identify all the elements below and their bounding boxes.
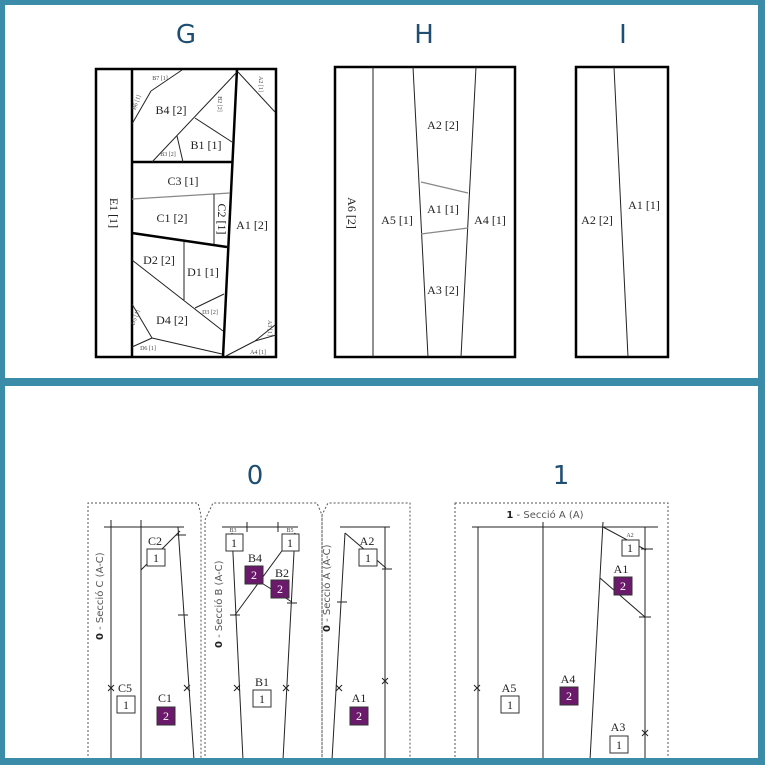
piece-order: 1 [259, 692, 265, 706]
piece-label: A4 [1] [250, 350, 266, 356]
piece-label: A5 [1] [381, 213, 413, 227]
pattern-title: H [414, 20, 434, 50]
piece-label: B4 [2] [156, 103, 187, 117]
piece-label: D2 [2] [143, 253, 175, 267]
piece-name: B3 [229, 528, 236, 534]
section-caption: 0 - Secció A (A-C) [321, 544, 333, 632]
piece-label: D1 [1] [187, 265, 219, 279]
piece-order: 2 [163, 709, 169, 723]
piece-label: B2 [2] [216, 96, 222, 112]
piece-order: 1 [507, 698, 513, 712]
piece-order: 1 [616, 738, 622, 752]
piece-label: A3 [1] [266, 320, 272, 336]
bottom-diagram: 0 1 0 - Secció C (A-C) C2 1 C5 1 C1 2 0 … [87, 461, 669, 758]
piece-order: 1 [287, 536, 293, 550]
piece-name: C1 [158, 691, 172, 705]
section-B: 0 - Secció B (A-C) B3 1 B5 1 B4 2 B2 2 B… [204, 502, 323, 758]
piece-name: A1 [352, 691, 367, 705]
piece-name: B2 [275, 566, 289, 580]
piece-name: A2 [360, 534, 375, 548]
pattern-I: I A2 [2] A1 [1] [574, 20, 670, 359]
piece-order: 2 [251, 568, 257, 582]
piece-label: A1 [2] [236, 218, 268, 232]
piece-name: C5 [118, 681, 132, 695]
piece-label: A1 [1] [628, 198, 660, 212]
section-caption: 0 - Secció C (A-C) [94, 552, 106, 640]
piece-label: D3 [2] [202, 310, 218, 316]
section-C: 0 - Secció C (A-C) C2 1 C5 1 C1 2 [87, 502, 202, 758]
pattern-title: G [176, 20, 196, 50]
section-A: 0 - Secció A (A-C) A2 1 A1 2 [321, 502, 411, 758]
piece-label: A2 [2] [427, 118, 459, 132]
piece-name: C2 [148, 534, 162, 548]
top-panel: G B7 [1] B6 [1] B4 [2] B2 [2] B1 [1] B3 … [5, 5, 758, 378]
piece-order: 1 [365, 551, 371, 565]
registration-marks [107, 677, 649, 737]
piece-label: D4 [2] [156, 313, 188, 327]
piece-label: C1 [2] [157, 211, 188, 225]
piece-label: C2 [1] [215, 204, 229, 235]
pattern-G: G B7 [1] B6 [1] B4 [2] B2 [2] B1 [1] B3 … [94, 20, 278, 359]
piece-label: B7 [1] [152, 76, 168, 82]
pattern-H: H A6 [2] A2 [2] A5 [1] A1 [1] A4 [1] A3 … [333, 20, 517, 359]
piece-label: A4 [1] [474, 213, 506, 227]
piece-label: B1 [1] [191, 138, 222, 152]
section-caption: 0 - Secció B (A-C) [213, 560, 225, 648]
piece-order: 1 [153, 551, 159, 565]
piece-label: C3 [1] [168, 174, 199, 188]
piece-label: A2 [2] [581, 213, 613, 227]
piece-order: 1 [123, 698, 129, 712]
top-diagram: G B7 [1] B6 [1] B4 [2] B2 [2] B1 [1] B3 … [94, 20, 670, 359]
piece-label: B3 [2] [160, 152, 176, 158]
piece-label: D6 [1] [140, 346, 156, 352]
piece-name: B4 [248, 551, 262, 565]
piece-name: A2 [626, 533, 633, 539]
piece-order: 1 [231, 536, 237, 550]
template-1-section-A: 1 - Secció A (A) A2 1 A1 2 A5 1 A4 2 A3 … [454, 502, 669, 758]
piece-label: B6 [1] [132, 94, 143, 111]
piece-order: 1 [627, 541, 633, 555]
piece-label: A2 [1] [257, 76, 263, 92]
piece-label: A3 [2] [427, 283, 459, 297]
piece-name: B5 [286, 528, 293, 534]
piece-order: 2 [277, 582, 283, 596]
piece-label: D5 [1] [131, 309, 142, 326]
bottom-panel: 0 1 0 - Secció C (A-C) C2 1 C5 1 C1 2 0 … [5, 386, 758, 758]
piece-name: A4 [561, 672, 576, 686]
section-caption: 1 - Secció A (A) [506, 509, 583, 521]
piece-name: A1 [614, 562, 629, 576]
template-title: 0 [247, 461, 264, 491]
piece-order: 2 [566, 689, 572, 703]
template-title: 1 [553, 461, 570, 491]
piece-name: B1 [255, 675, 269, 689]
piece-label: A6 [2] [345, 197, 359, 229]
piece-name: A3 [611, 720, 626, 734]
piece-label: A1 [1] [427, 202, 459, 216]
piece-order: 2 [356, 709, 362, 723]
pattern-title: I [619, 20, 627, 50]
piece-label: E1 [1] [107, 198, 121, 228]
piece-name: A5 [502, 681, 517, 695]
piece-order: 2 [620, 579, 626, 593]
